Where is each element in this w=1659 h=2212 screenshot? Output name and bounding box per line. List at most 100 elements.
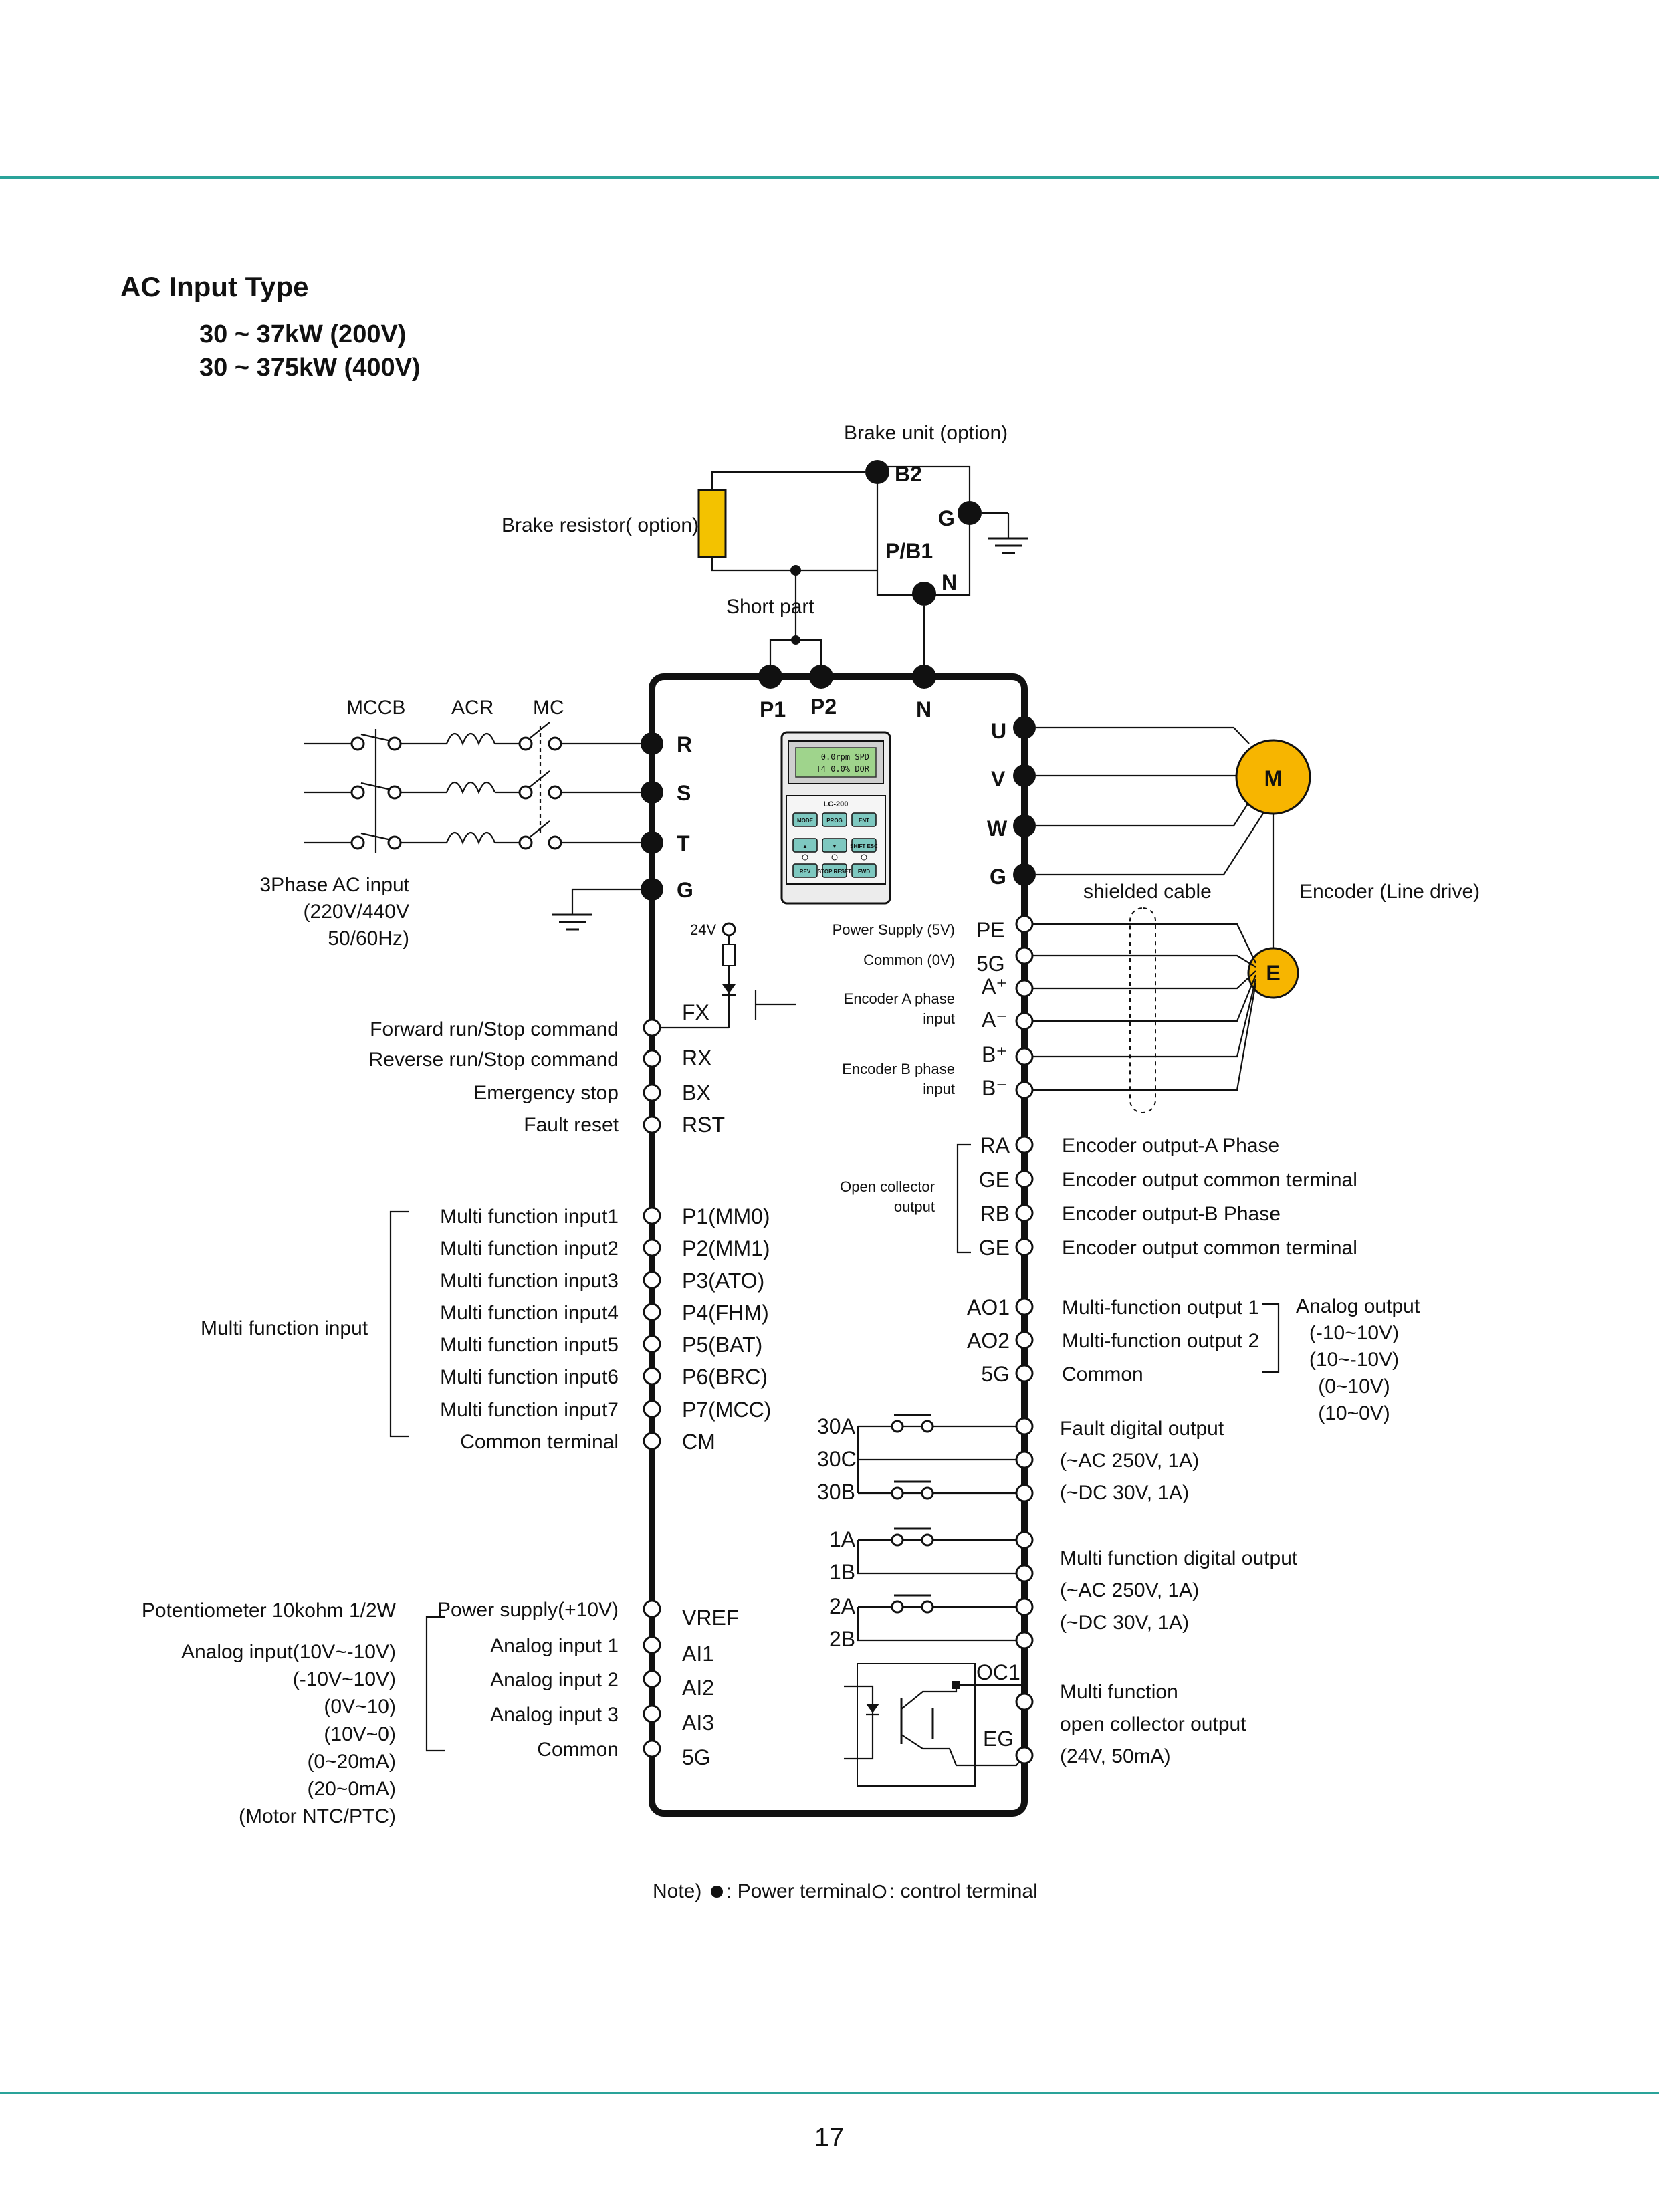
oc-tr-c xyxy=(901,1685,958,1710)
label-b2: B2 xyxy=(895,462,922,486)
acr-coil xyxy=(445,831,496,845)
keypad-key xyxy=(792,812,818,827)
keypad-key xyxy=(851,863,877,878)
shield-outline xyxy=(1129,907,1156,1113)
multi-input-terminal-label: P6(BRC) xyxy=(682,1365,768,1389)
mc-contact xyxy=(548,736,562,751)
terminal-multi-input xyxy=(643,1432,661,1450)
oc-label-1: Open collector xyxy=(840,1178,935,1195)
multi-input-bracket xyxy=(389,1210,409,1438)
enc-wire-pe xyxy=(1032,923,1256,964)
keypad-model: LC-200 xyxy=(824,800,849,808)
bx-desc: Emergency stop xyxy=(473,1082,619,1104)
terminal-v xyxy=(1013,764,1036,787)
keypad-key-label: STOP RESET xyxy=(818,869,852,875)
oc1-wire xyxy=(956,1684,1026,1702)
label-mc: MC xyxy=(533,697,564,719)
mccb-contact xyxy=(387,736,402,751)
label-fx: FX xyxy=(682,1000,709,1024)
enc-out-terminal-label: GE xyxy=(979,1236,1010,1260)
terminal-multi-input xyxy=(643,1400,661,1418)
contact-30a-2 xyxy=(921,1420,934,1433)
analog-out-label: Multi-function output 2 xyxy=(1062,1330,1259,1352)
phase-lines xyxy=(304,722,641,853)
analog-input-label: Analog input 3 xyxy=(490,1704,619,1726)
enc-wire-a-plus xyxy=(1032,970,1256,990)
rx-desc: Reverse run/Stop command xyxy=(368,1048,619,1071)
terminal-analog-input xyxy=(643,1670,661,1688)
terminal-enc-b-minus xyxy=(1015,1081,1034,1099)
terminal-multi-input xyxy=(643,1303,661,1321)
fault-out-label-1: Fault digital output xyxy=(1060,1418,1224,1440)
input-ground-wire xyxy=(571,888,641,915)
sequence-inputs: 24V FX RX BX RST Forward run/Stop comman… xyxy=(368,921,796,1137)
analog-input-label: Analog input 1 xyxy=(490,1635,619,1657)
terminal-u xyxy=(1013,716,1036,739)
oc-led xyxy=(866,1704,879,1713)
terminal-30c xyxy=(1015,1450,1034,1469)
relay-2b-wire xyxy=(857,1607,1024,1642)
relay-label-3: (~DC 30V, 1A) xyxy=(1060,1612,1189,1634)
keypad-key xyxy=(792,863,818,878)
terminal-t xyxy=(641,831,663,854)
note-control-dot xyxy=(872,1884,887,1899)
oc-box xyxy=(857,1663,976,1787)
rst-desc: Fault reset xyxy=(524,1114,619,1136)
terminal-rst xyxy=(643,1115,661,1134)
oc-output: OC1 EG Multi function open collector out… xyxy=(844,1660,1246,1787)
terminal-analog-input xyxy=(643,1636,661,1654)
motor-wire-g xyxy=(1036,812,1264,876)
keypad-led xyxy=(802,854,808,861)
keypad-key xyxy=(822,838,847,853)
short-bar-junction xyxy=(791,635,800,645)
enc-a-input: input xyxy=(923,1010,955,1027)
mc-contact xyxy=(518,835,533,850)
enc-out-terminal-label: RB xyxy=(980,1202,1010,1226)
contact-1-2 xyxy=(921,1533,934,1547)
enc-out-label: Encoder output common terminal xyxy=(1062,1237,1357,1259)
contact-1-1 xyxy=(891,1533,904,1547)
label-a-minus: A⁻ xyxy=(982,1008,1007,1032)
note-prefix: Note) xyxy=(653,1880,701,1902)
enc-out-terminal-label: GE xyxy=(979,1168,1010,1192)
range-400v: 30 ~ 375kW (400V) xyxy=(199,354,421,382)
mccb-contact xyxy=(387,785,402,800)
label-b-minus: B⁻ xyxy=(982,1076,1007,1100)
analog-out-label: Multi-function output 1 xyxy=(1062,1297,1259,1319)
acr-coil xyxy=(445,781,496,794)
analog-input-range: (20~0mA) xyxy=(307,1778,396,1800)
motor-label: M xyxy=(1264,766,1283,790)
motor-wire-w xyxy=(1036,799,1251,827)
terminal-multi-input xyxy=(643,1206,661,1225)
analog-input-terminal-label: AI3 xyxy=(682,1710,714,1735)
keypad-key-label: MODE xyxy=(797,818,814,824)
multi-input-label: Multi function input5 xyxy=(440,1334,619,1356)
terminal-w xyxy=(1013,814,1036,837)
label-rst: RST xyxy=(682,1113,725,1137)
terminal-enc-out xyxy=(1015,1238,1034,1256)
mccb-contact xyxy=(350,835,365,850)
terminal-analog-input xyxy=(643,1739,661,1758)
keypad-key-label: SHIFT ESC xyxy=(850,843,878,849)
multi-input-terminal-label: P4(FHM) xyxy=(682,1301,769,1325)
keypad-led xyxy=(861,854,867,861)
terminal-p2 xyxy=(809,665,833,689)
terminal-analog-out xyxy=(1015,1331,1034,1349)
oc-label-2: output xyxy=(894,1198,935,1215)
analog-inputs: Potentiometer 10kohm 1/2W Analog input(1… xyxy=(142,1599,740,1828)
multi-input-label: Multi function input3 xyxy=(440,1270,619,1292)
label-a-plus: A⁺ xyxy=(982,974,1007,998)
terminal-multi-input xyxy=(643,1238,661,1257)
analog-input-range: (10V~0) xyxy=(324,1723,396,1745)
multi-input-terminal-label: P7(MCC) xyxy=(682,1398,771,1422)
label-1b: 1B xyxy=(829,1560,855,1584)
brake-section: Brake unit (option) B2 G P/B1 N Brake re… xyxy=(502,422,1028,677)
label-30c: 30C xyxy=(817,1447,857,1471)
multi-input-terminal-label: P1(MM0) xyxy=(682,1204,770,1228)
short-part-label: Short part xyxy=(726,596,814,618)
keypad-key-label: PROG xyxy=(826,818,843,824)
